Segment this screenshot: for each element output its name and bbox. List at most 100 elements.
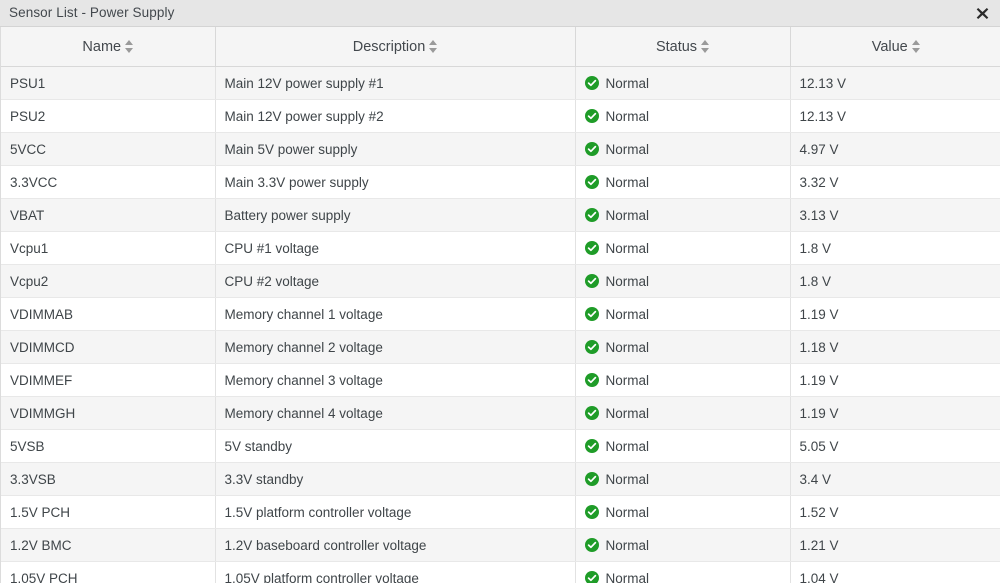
status-label: Normal: [605, 570, 650, 583]
status-label: Normal: [605, 108, 650, 124]
status-badge: Normal: [584, 397, 790, 429]
cell-status: Normal: [575, 231, 791, 265]
status-badge: Normal: [584, 298, 790, 330]
check-circle-icon: [584, 307, 599, 321]
cell-name: 3.3VSB: [1, 462, 216, 496]
cell-status: Normal: [575, 528, 791, 562]
cell-description: Memory channel 4 voltage: [215, 396, 576, 430]
sort-updown-icon[interactable]: [125, 40, 134, 54]
cell-value: 1.04 V: [790, 561, 1000, 583]
cell-description: Memory channel 2 voltage: [215, 330, 576, 364]
check-circle-icon: [584, 406, 599, 420]
cell-name: 5VSB: [1, 429, 216, 463]
cell-description: 1.5V platform controller voltage: [215, 495, 576, 529]
status-label: Normal: [605, 372, 650, 388]
cell-value: 1.19 V: [790, 297, 1000, 331]
status-label: Normal: [605, 174, 650, 190]
cell-value: 1.8 V: [790, 231, 1000, 265]
column-header-description[interactable]: Description: [215, 27, 576, 67]
sort-updown-icon[interactable]: [701, 40, 710, 54]
cell-status: Normal: [575, 297, 791, 331]
column-header-name[interactable]: Name: [1, 27, 216, 67]
cell-description: 1.05V platform controller voltage: [215, 561, 576, 583]
check-circle-icon: [584, 76, 599, 90]
cell-name: VDIMMCD: [1, 330, 216, 364]
status-label: Normal: [605, 75, 650, 91]
cell-status: Normal: [575, 462, 791, 496]
status-badge: Normal: [584, 562, 790, 583]
status-label: Normal: [605, 405, 650, 421]
cell-value: 1.19 V: [790, 396, 1000, 430]
check-circle-icon: [584, 175, 599, 189]
status-badge: Normal: [584, 265, 790, 297]
sort-updown-icon[interactable]: [911, 40, 920, 54]
check-circle-icon: [584, 274, 599, 288]
cell-status: Normal: [575, 99, 791, 133]
status-badge: Normal: [584, 364, 790, 396]
column-header-value-label: Value: [871, 38, 908, 55]
cell-value: 12.13 V: [790, 99, 1000, 133]
cell-description: Main 12V power supply #1: [215, 66, 576, 100]
cell-name: Vcpu2: [1, 264, 216, 298]
cell-status: Normal: [575, 132, 791, 166]
status-label: Normal: [605, 306, 650, 322]
cell-value: 4.97 V: [790, 132, 1000, 166]
status-badge: Normal: [584, 331, 790, 363]
cell-status: Normal: [575, 495, 791, 529]
column-header-value[interactable]: Value: [790, 27, 1000, 67]
cell-value: 1.52 V: [790, 495, 1000, 529]
window-titlebar: Sensor List - Power Supply: [0, 0, 1000, 27]
column-header-status[interactable]: Status: [575, 27, 791, 67]
status-label: Normal: [605, 273, 650, 289]
cell-name: VDIMMEF: [1, 363, 216, 397]
check-circle-icon: [584, 241, 599, 255]
status-badge: Normal: [584, 166, 790, 198]
cell-description: Memory channel 3 voltage: [215, 363, 576, 397]
sensor-table-container: Name Description Status: [0, 27, 1000, 583]
status-label: Normal: [605, 207, 650, 223]
check-circle-icon: [584, 373, 599, 387]
cell-name: VDIMMAB: [1, 297, 216, 331]
status-label: Normal: [605, 471, 650, 487]
cell-name: 3.3VCC: [1, 165, 216, 199]
cell-value: 3.13 V: [790, 198, 1000, 232]
cell-description: Main 12V power supply #2: [215, 99, 576, 133]
cell-status: Normal: [575, 165, 791, 199]
cell-status: Normal: [575, 264, 791, 298]
cell-value: 3.32 V: [790, 165, 1000, 199]
cell-description: Battery power supply: [215, 198, 576, 232]
status-label: Normal: [605, 537, 650, 553]
check-circle-icon: [584, 208, 599, 222]
sort-updown-icon[interactable]: [429, 40, 438, 54]
check-circle-icon: [584, 538, 599, 552]
cell-name: VBAT: [1, 198, 216, 232]
cell-status: Normal: [575, 396, 791, 430]
status-label: Normal: [605, 438, 650, 454]
cell-name: 5VCC: [1, 132, 216, 166]
status-badge: Normal: [584, 67, 790, 99]
cell-value: 1.19 V: [790, 363, 1000, 397]
status-badge: Normal: [584, 199, 790, 231]
close-icon[interactable]: [973, 4, 991, 22]
status-badge: Normal: [584, 133, 790, 165]
status-badge: Normal: [584, 430, 790, 462]
cell-name: 1.2V BMC: [1, 528, 216, 562]
